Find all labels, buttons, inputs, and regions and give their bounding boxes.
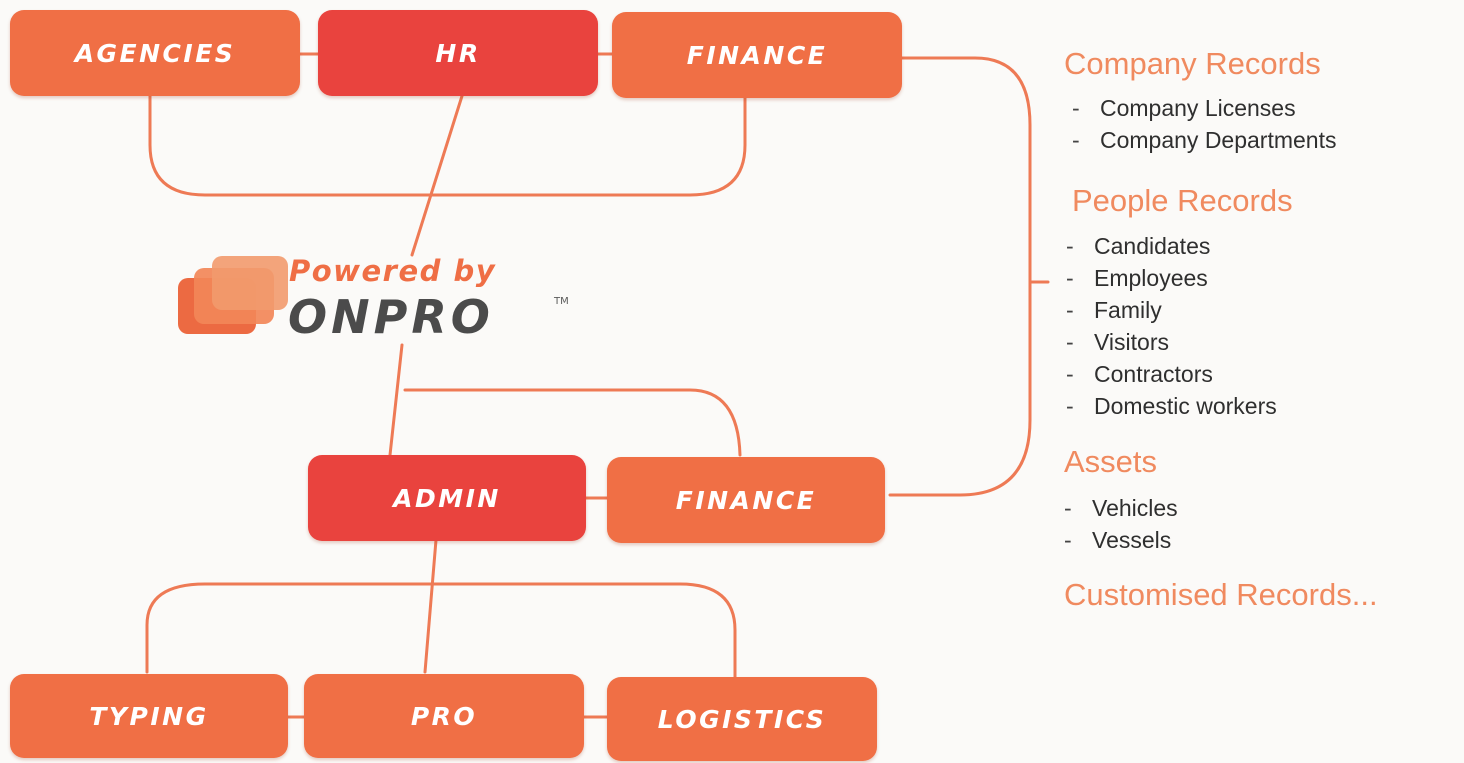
- finance-top-label: FINANCE: [686, 40, 828, 70]
- assets-title: Assets: [1064, 444, 1158, 479]
- list-item: -Company Departments: [1072, 127, 1337, 153]
- logistics-label: LOGISTICS: [657, 704, 827, 734]
- typing-label: TYPING: [89, 701, 209, 731]
- trademark-mark: TM: [554, 296, 569, 307]
- connector-bottom-loop: [145, 582, 737, 680]
- list-item: -Vehicles: [1064, 495, 1178, 521]
- list-item: -Domestic workers: [1066, 393, 1277, 419]
- connector-mid-trunk: [388, 343, 404, 457]
- connector-admin-trunk: [423, 538, 438, 674]
- company-records-title: Company Records: [1064, 46, 1321, 81]
- list-item: -Vessels: [1064, 527, 1172, 553]
- list-item: -Company Licenses: [1072, 95, 1296, 121]
- onpro-wordmark: ONPRO: [288, 290, 494, 344]
- customised-records-title: Customised Records...: [1064, 577, 1378, 612]
- logistics-box[interactable]: LOGISTICS: [607, 677, 877, 761]
- finance-bottom-label: FINANCE: [675, 485, 817, 515]
- pro-box[interactable]: PRO: [304, 674, 584, 758]
- hr-box[interactable]: HR: [318, 10, 598, 96]
- list-item: -Visitors: [1066, 329, 1169, 355]
- powered-by-text: Powered by: [289, 254, 497, 288]
- connector-admin-finance-loop: [403, 388, 742, 457]
- finance-bottom-box[interactable]: FINANCE: [607, 457, 885, 543]
- company-records-list: -Company Licenses -Company Departments: [1072, 92, 1337, 156]
- list-item: -Employees: [1066, 265, 1208, 291]
- finance-top-box[interactable]: FINANCE: [612, 12, 902, 98]
- admin-box[interactable]: ADMIN: [308, 455, 586, 541]
- list-item: -Family: [1066, 297, 1162, 323]
- connector-hr-trunk: [410, 94, 464, 257]
- connector-top-loop: [148, 94, 747, 197]
- typing-box[interactable]: TYPING: [10, 674, 288, 758]
- stacked-squares-logo-icon: [178, 256, 288, 334]
- powered-by-onpro-logo: Powered by ONPRO TM: [172, 252, 592, 344]
- agencies-box[interactable]: AGENCIES: [10, 10, 300, 96]
- assets-list: -Vehicles -Vessels: [1064, 492, 1178, 556]
- hr-label: HR: [435, 38, 481, 68]
- people-records-title: People Records: [1072, 183, 1293, 218]
- agencies-label: AGENCIES: [74, 38, 236, 68]
- people-records-list: -Candidates -Employees -Family -Visitors…: [1066, 230, 1277, 422]
- connector-right-bracket: [888, 56, 1032, 497]
- list-item: -Candidates: [1066, 233, 1211, 259]
- pro-label: PRO: [410, 701, 478, 731]
- list-item: -Contractors: [1066, 361, 1213, 387]
- admin-label: ADMIN: [393, 483, 501, 513]
